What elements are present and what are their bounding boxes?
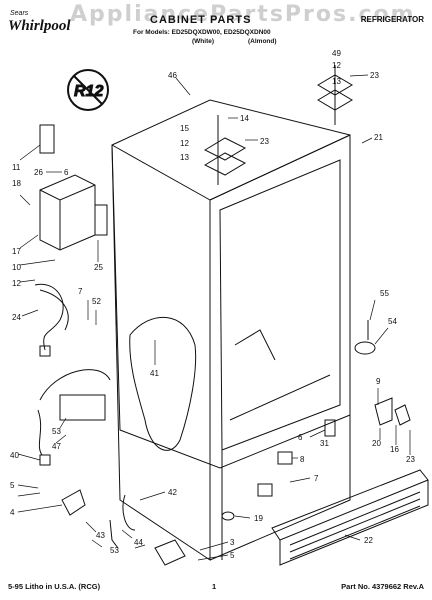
top-hinge-right (317, 65, 353, 125)
relay-block (39, 124, 55, 154)
callout: 12 (332, 61, 341, 70)
bottom-center-parts (109, 483, 273, 549)
color-almond: (Almond) (248, 38, 277, 45)
defrost-cord (37, 369, 111, 456)
callout: 41 (150, 369, 159, 378)
callout: 6 (64, 168, 69, 177)
base-grille (271, 469, 429, 566)
callout: 5 (10, 481, 15, 490)
callout: 7 (314, 474, 319, 483)
footer-page-number: 1 (212, 582, 217, 591)
callout: 23 (406, 455, 415, 464)
footer-part-number: Part No. 4379662 Rev.A (341, 582, 424, 591)
callout: 12 (180, 139, 189, 148)
right-side-parts (277, 320, 411, 465)
leader-lines (17, 74, 411, 561)
callout: 42 (168, 488, 177, 497)
callout: 49 (332, 49, 341, 58)
footer-litho: 5-95 Litho in U.S.A. (RCG) (8, 582, 101, 591)
callout: 7 (78, 287, 83, 296)
callout: 6 (298, 433, 303, 442)
callout: 53 (110, 546, 119, 555)
callout: 52 (92, 297, 101, 306)
callout: 13 (180, 153, 189, 162)
callout: 11 (12, 163, 21, 172)
bottom-left-bracket (39, 454, 186, 566)
callout: 26 (34, 168, 43, 177)
callout: 8 (300, 455, 305, 464)
callout: 16 (390, 445, 399, 454)
callout: 18 (12, 179, 21, 188)
callout: 43 (96, 531, 105, 540)
product-type: REFRIGERATOR (360, 15, 424, 24)
callout: 25 (94, 263, 103, 272)
model-list: For Models: ED25DQXDW00, ED25DQXDN00 (133, 29, 271, 36)
callout: 54 (388, 317, 397, 326)
callout: 46 (168, 71, 177, 80)
callout: 47 (52, 442, 61, 451)
callout: 4 (10, 508, 15, 517)
top-hinge-left (203, 115, 247, 185)
callout: 22 (364, 536, 373, 545)
callout: 20 (372, 439, 381, 448)
callout: 12 (12, 279, 21, 288)
callout: 13 (332, 77, 341, 86)
callout: 44 (134, 538, 143, 547)
callout: 31 (320, 439, 329, 448)
color-white: (White) (192, 38, 215, 45)
callout: 14 (240, 114, 249, 123)
r12-badge-label: R12 (74, 83, 103, 100)
logo-small: Sears (10, 10, 29, 17)
wire-harness (34, 283, 69, 357)
callout: 21 (374, 133, 383, 142)
brand-logo: Whirlpool (8, 18, 71, 34)
cabinet-body (111, 99, 351, 561)
page-title: CABINET PARTS (150, 14, 252, 26)
callout: 19 (254, 514, 263, 523)
callout: 17 (12, 247, 21, 256)
callout-labels: 46 49 12 13 23 14 15 12 13 23 21 11 26 6… (10, 49, 415, 560)
callout: 23 (370, 71, 379, 80)
electrical-box (39, 174, 108, 251)
callout: 55 (380, 289, 389, 298)
callout: 10 (12, 263, 21, 272)
callout: 23 (260, 137, 269, 146)
watermark: AppliancePartsPros.com (70, 2, 416, 27)
callout: 24 (12, 313, 21, 322)
r12-badge: R12 (67, 69, 109, 111)
callout: 15 (180, 124, 189, 133)
callout: 5 (230, 551, 235, 560)
callout: 53 (52, 427, 61, 436)
callout: 9 (376, 377, 381, 386)
callout: 3 (230, 538, 235, 547)
callout: 40 (10, 451, 19, 460)
